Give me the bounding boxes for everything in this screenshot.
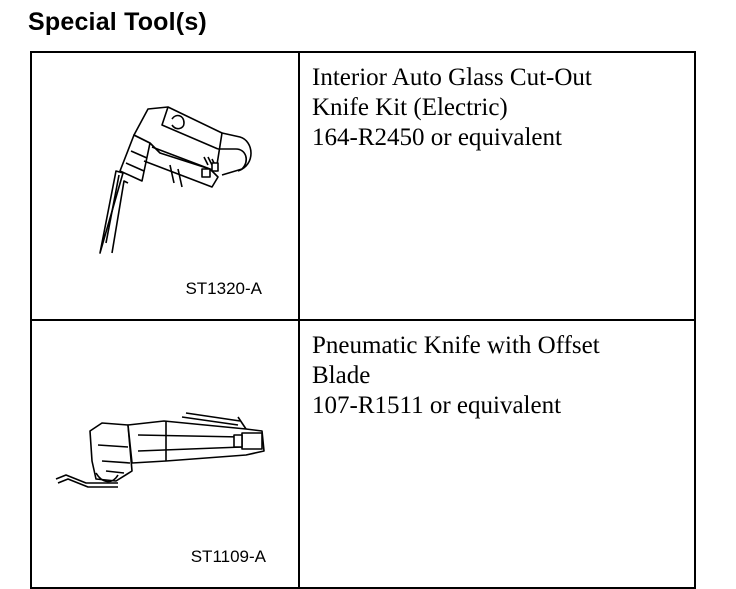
tool-name-line-2: Knife Kit (Electric) — [312, 94, 508, 121]
section-heading: Special Tool(s) — [28, 8, 207, 36]
tool-name-line-1: Interior Auto Glass Cut-Out — [312, 64, 592, 91]
tool-part-number: 107-R1511 or equivalent — [312, 392, 562, 419]
tool-image-cell: ST1109-A — [30, 319, 300, 589]
tool-name-line-2: Blade — [312, 362, 371, 389]
tool-description-cell: Interior Auto Glass Cut-Out Knife Kit (E… — [298, 51, 696, 321]
tool-name-line-1: Pneumatic Knife with Offset — [312, 332, 600, 359]
table-row: ST1320-A Interior Auto Glass Cut-Out Kni… — [30, 51, 696, 321]
electric-cut-out-knife-icon — [99, 106, 252, 254]
tool-image-cell: ST1320-A — [30, 51, 300, 321]
figure-id: ST1320-A — [185, 279, 262, 298]
table-row: ST1109-A Pneumatic Knife with Offset Bla… — [30, 319, 696, 589]
figure-id: ST1109-A — [190, 547, 266, 566]
tool-description-cell: Pneumatic Knife with Offset Blade 107-R1… — [298, 319, 696, 589]
special-tools-table: ST1320-A Interior Auto Glass Cut-Out Kni… — [30, 51, 696, 589]
tool-part-number: 164-R2450 or equivalent — [312, 124, 562, 151]
pneumatic-offset-knife-icon — [55, 412, 265, 488]
